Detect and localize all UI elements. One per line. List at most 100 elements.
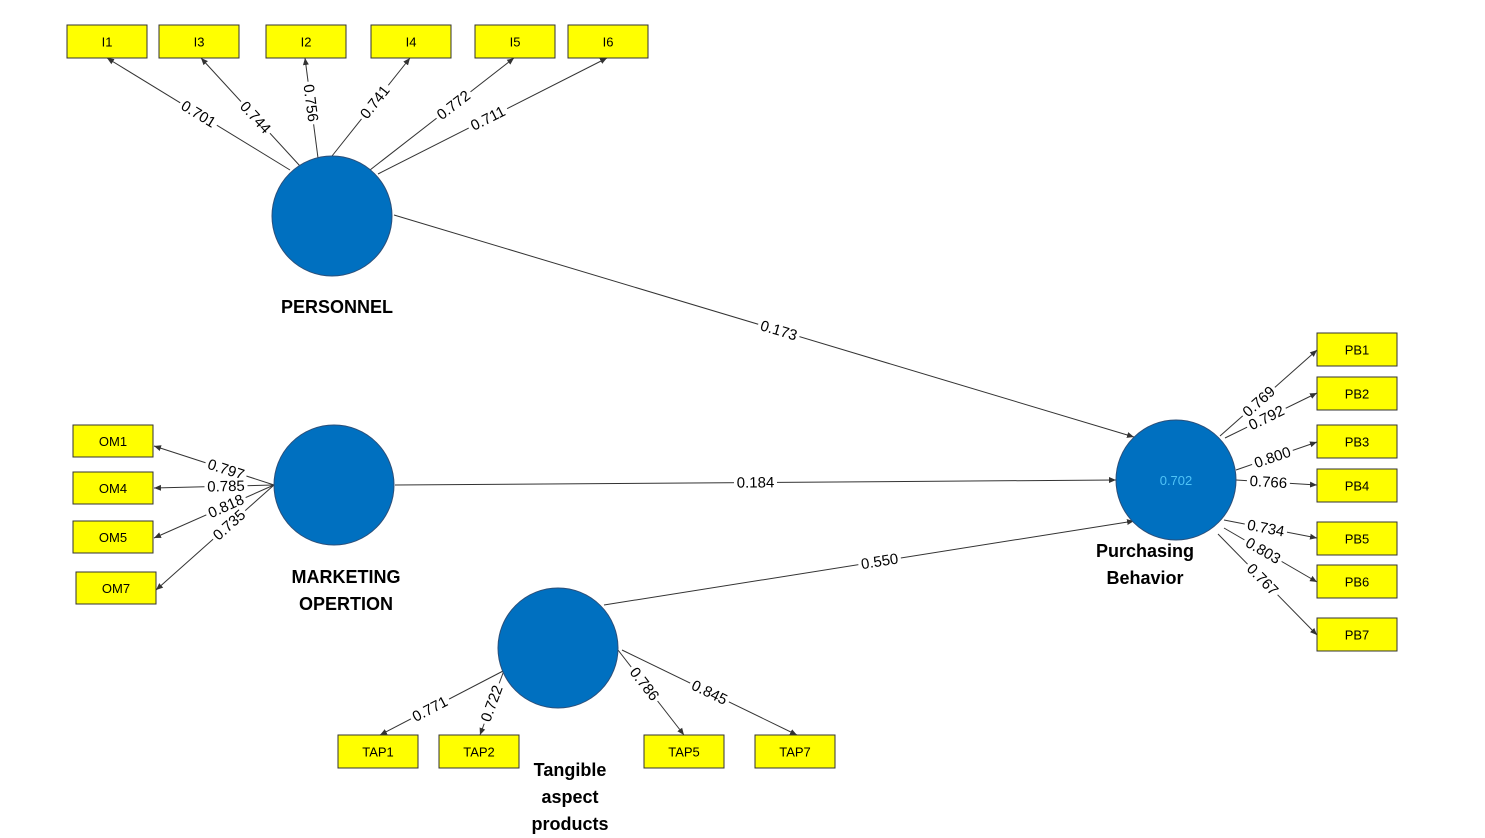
indicator-label-i3: I3 <box>194 35 205 50</box>
indicator-box-pb7 <box>1316 617 1398 652</box>
latent-circle-tangible <box>497 587 619 709</box>
indicator-label-i5: I5 <box>510 35 521 50</box>
latent-personnel[interactable]: PERSONNEL <box>271 155 393 317</box>
latent-label-purchasing-line-2: Behavior <box>1106 568 1183 588</box>
path-coefficient-personnel: 0.173 <box>758 317 799 344</box>
indicator-i4[interactable]: I4 <box>370 24 452 59</box>
indicator-label-tap7: TAP7 <box>779 745 811 760</box>
indicator-pb5[interactable]: PB5 <box>1316 521 1398 556</box>
indicator-label-i2: I2 <box>301 35 312 50</box>
loading-value-om1-bg <box>203 455 249 484</box>
loading-value-pb5-group: 0.734 <box>1243 516 1289 541</box>
indicator-box-om1 <box>72 424 154 458</box>
indicator-label-i1: I1 <box>102 35 113 50</box>
latent-circle-marketing <box>273 424 395 546</box>
loading-value-tap2: 0.722 <box>478 683 507 724</box>
indicator-om1[interactable]: OM1 <box>72 424 154 458</box>
indicator-tap2[interactable]: TAP2 <box>438 734 520 769</box>
indicator-i3[interactable]: I3 <box>158 24 240 59</box>
loading-value-pb3-group: 0.800 <box>1249 442 1296 472</box>
loading-value-om5-bg <box>203 490 249 523</box>
path-coefficient-marketing-bg <box>733 474 778 491</box>
indicator-box-i4 <box>370 24 452 59</box>
path-coefficient-marketing-group: 0.184 <box>733 474 778 492</box>
loading-value-tap5-bg <box>624 662 664 706</box>
indicator-i5[interactable]: I5 <box>474 24 556 59</box>
loading-value-tap7-group: 0.845 <box>686 675 733 710</box>
path-coefficient-marketing: 0.184 <box>737 474 775 491</box>
loading-value-i1-group: 0.701 <box>175 95 222 133</box>
indicator-box-i2 <box>265 24 347 59</box>
indicator-box-tap2 <box>438 734 520 769</box>
indicator-label-pb6: PB6 <box>1345 575 1370 590</box>
indicator-box-om4 <box>72 471 154 505</box>
indicator-label-pb5: PB5 <box>1345 532 1370 547</box>
indicator-box-i1 <box>66 24 148 59</box>
indicator-label-tap2: TAP2 <box>463 745 495 760</box>
indicator-box-pb2 <box>1316 376 1398 411</box>
loading-value-i1-bg <box>175 95 222 133</box>
loading-value-i2-group: 0.756 <box>300 80 322 126</box>
loading-value-i6-bg <box>465 101 511 136</box>
indicator-tap7[interactable]: TAP7 <box>754 734 836 769</box>
indicator-label-i6: I6 <box>603 35 614 50</box>
indicator-box-tap5 <box>643 734 725 769</box>
loading-value-i2: 0.756 <box>300 83 322 122</box>
indicator-pb2[interactable]: PB2 <box>1316 376 1398 411</box>
indicator-label-om4: OM4 <box>99 481 127 496</box>
indicator-om4[interactable]: OM4 <box>72 471 154 505</box>
loading-value-i5-bg <box>431 85 476 125</box>
indicator-box-om5 <box>72 520 154 554</box>
indicator-om5[interactable]: OM5 <box>72 520 154 554</box>
latent-label-purchasing-line-1: Purchasing <box>1096 541 1194 561</box>
indicator-tap5[interactable]: TAP5 <box>643 734 725 769</box>
indicator-pb7[interactable]: PB7 <box>1316 617 1398 652</box>
loading-value-pb4-group: 0.766 <box>1246 472 1291 492</box>
indicator-pb6[interactable]: PB6 <box>1316 564 1398 599</box>
indicator-pb4[interactable]: PB4 <box>1316 468 1398 503</box>
indicator-label-pb7: PB7 <box>1345 628 1370 643</box>
indicator-i6[interactable]: I6 <box>567 24 649 59</box>
loading-value-i4-group: 0.741 <box>355 80 395 124</box>
latent-circle-purchasing <box>1115 419 1237 541</box>
indicator-label-tap5: TAP5 <box>668 745 700 760</box>
indicator-box-om7 <box>75 571 157 605</box>
loading-value-i2-bg <box>300 80 322 126</box>
indicator-label-pb1: PB1 <box>1345 343 1370 358</box>
latent-label-marketing-line-1: MARKETING <box>292 567 401 587</box>
indicator-pb1[interactable]: PB1 <box>1316 332 1398 367</box>
path-coefficient-personnel-bg <box>755 316 802 345</box>
loading-value-tap2-group: 0.722 <box>476 680 507 727</box>
loading-value-i3-bg <box>235 96 276 139</box>
path-coefficient-tangible-group: 0.550 <box>857 550 903 573</box>
latent-label-tangible-line-2: aspect <box>541 787 598 807</box>
indicator-tap1[interactable]: TAP1 <box>337 734 419 769</box>
loading-value-pb3-bg <box>1249 442 1296 472</box>
loading-value-pb1-bg <box>1237 381 1281 422</box>
indicator-box-i5 <box>474 24 556 59</box>
latent-label-tangible-line-1: Tangible <box>534 760 607 780</box>
loading-value-om7-bg <box>207 504 251 546</box>
indicator-i2[interactable]: I2 <box>265 24 347 59</box>
path-coefficient-tangible: 0.550 <box>860 550 900 573</box>
indicator-label-tap1: TAP1 <box>362 745 394 760</box>
indicator-box-i6 <box>567 24 649 59</box>
indicator-i1[interactable]: I1 <box>66 24 148 59</box>
indicator-label-pb3: PB3 <box>1345 435 1370 450</box>
loading-value-i3-group: 0.744 <box>235 96 276 139</box>
indicator-om7[interactable]: OM7 <box>75 571 157 605</box>
loading-value-tap1-group: 0.771 <box>407 691 453 727</box>
indicator-label-pb2: PB2 <box>1345 387 1370 402</box>
indicator-box-pb6 <box>1316 564 1398 599</box>
latent-label-personnel-line-1: PERSONNEL <box>281 297 393 317</box>
indicator-label-om1: OM1 <box>99 434 127 449</box>
loading-value-pb4: 0.766 <box>1249 473 1288 492</box>
latent-circle-personnel <box>271 155 393 277</box>
loading-value-i6-group: 0.711 <box>465 101 511 136</box>
loading-value-i6: 0.711 <box>468 103 508 135</box>
indicator-pb3[interactable]: PB3 <box>1316 424 1398 459</box>
